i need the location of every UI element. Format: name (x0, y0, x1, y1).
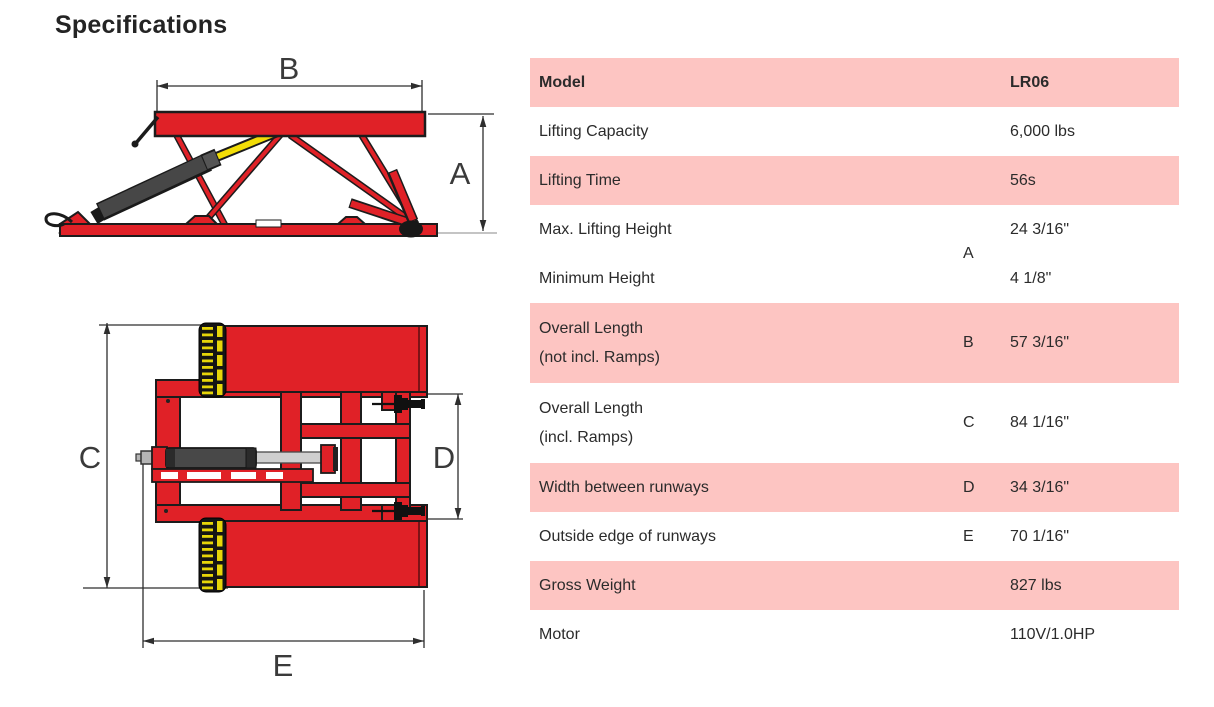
slotted-bar (151, 468, 314, 483)
spec-letter: A (963, 245, 974, 263)
spec-value: 24 3/16" 4 1/8" (1010, 220, 1070, 287)
dimension-arrows-side (157, 82, 487, 231)
spec-letter: C (963, 414, 975, 432)
spec-label: Outside edge of runways (539, 527, 716, 545)
table-row-width-between-runways: Width between runways D 34 3/16" (530, 463, 1179, 512)
spec-letter: D (963, 478, 975, 496)
table-row-lifting-capacity: Lifting Capacity 6,000 lbs (530, 107, 1179, 156)
page-title: Specifications (55, 11, 228, 39)
side-view-diagram: B A (44, 55, 497, 238)
spec-value: 34 3/16" (1010, 478, 1070, 496)
spec-label: Lifting Capacity (539, 122, 649, 140)
hydraulic-cylinder-icon (90, 126, 282, 225)
lift-platform (153, 110, 427, 138)
hinge-bolt-bottom (372, 502, 425, 520)
spec-value: 110V/1.0HP (1010, 625, 1096, 643)
dim-label-a: A (450, 156, 471, 191)
table-row-outside-edge: Outside edge of runways E 70 1/16" (530, 512, 1179, 561)
spec-value: 57 3/16" (1010, 334, 1070, 352)
dim-label-d: D (433, 440, 455, 475)
tow-hook-icon (44, 212, 74, 228)
top-view-diagram: C D E (79, 322, 463, 683)
ramp-tread-bottom (198, 517, 227, 593)
table-row-motor: Motor 110V/1.0HP (530, 610, 1179, 659)
table-row-heights: Max. Lifting Height Minimum Height A 24 … (530, 205, 1179, 303)
spec-value: 6,000 lbs (1010, 122, 1075, 140)
table-header-row: Model LR06 (530, 58, 1179, 107)
release-lever-icon (131, 115, 160, 148)
header-label: Model (539, 73, 586, 91)
spec-letter: E (963, 527, 974, 545)
hydraulic-cylinder-top (135, 444, 338, 474)
header-value: LR06 (1010, 73, 1050, 91)
spec-label: Max. Lifting Height Minimum Height (539, 220, 672, 287)
specifications-table: Model LR06 Lifting Capacity 6,000 lbs Li… (530, 58, 1179, 659)
hinge-bolt-top (372, 395, 425, 413)
spec-label: Lifting Time (539, 171, 621, 189)
spec-value: 84 1/16" (1010, 414, 1070, 432)
table-row-length-with-ramps: Overall Length (incl. Ramps) C 84 1/16" (530, 383, 1179, 463)
spec-value: 70 1/16" (1010, 527, 1070, 545)
table-row-length-no-ramps: Overall Length (not incl. Ramps) B 57 3/… (530, 303, 1179, 383)
spec-value: 827 lbs (1010, 576, 1062, 594)
scissor-arms (172, 131, 419, 231)
dim-label-c: C (79, 440, 101, 475)
spec-label: Width between runways (539, 478, 709, 496)
spec-letter: B (963, 334, 974, 352)
base-frame (56, 210, 438, 237)
spec-label: Gross Weight (539, 576, 636, 594)
dim-label-b: B (279, 55, 300, 86)
table-row-lifting-time: Lifting Time 56s (530, 156, 1179, 205)
spec-label: Overall Length (incl. Ramps) (539, 400, 644, 446)
spec-label: Overall Length (not incl. Ramps) (539, 320, 660, 366)
ramp-tread-top (198, 322, 227, 398)
runways (201, 325, 428, 588)
table-row-gross-weight: Gross Weight 827 lbs (530, 561, 1179, 610)
dim-label-e: E (273, 648, 294, 683)
spec-value: 56s (1010, 171, 1036, 189)
dimension-lines-top (83, 323, 463, 648)
ramp-flaps (348, 168, 419, 230)
roller-wheel (399, 220, 423, 238)
spec-label: Motor (539, 625, 580, 643)
